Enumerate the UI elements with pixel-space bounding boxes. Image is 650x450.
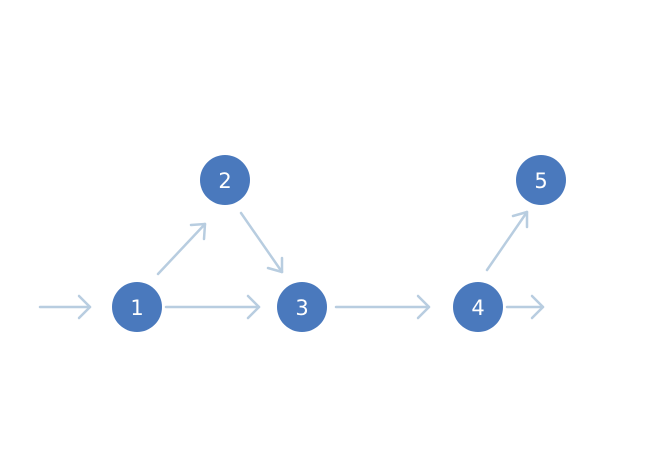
- edge-1-to-2: [156, 222, 207, 276]
- edge-2-to-3: [239, 211, 284, 274]
- edge-3-to-4: [334, 294, 431, 320]
- edge-4-to-exit: [505, 294, 545, 320]
- node-4-label: 4: [471, 296, 484, 320]
- edge-4-to-5: [485, 210, 529, 272]
- node-3: 3: [277, 282, 327, 332]
- node-5: 5: [516, 155, 566, 205]
- node-5-label: 5: [534, 169, 547, 193]
- node-1-label: 1: [130, 296, 143, 320]
- node-4: 4: [453, 282, 503, 332]
- edge-entry-to-1: [38, 294, 92, 320]
- node-1: 1: [112, 282, 162, 332]
- nodes-layer: 1 2 3 4 5: [112, 155, 566, 332]
- node-2: 2: [200, 155, 250, 205]
- edge-1-to-3: [164, 294, 261, 320]
- edges-layer: [38, 210, 545, 320]
- node-3-label: 3: [295, 296, 308, 320]
- node-2-label: 2: [218, 169, 231, 193]
